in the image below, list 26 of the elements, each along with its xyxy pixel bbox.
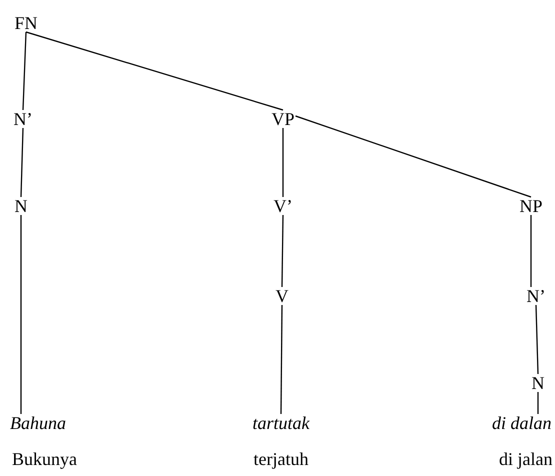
word-label: tartutak xyxy=(252,414,310,432)
tree-branch xyxy=(20,215,22,414)
tree-branch xyxy=(530,215,532,287)
word-label: Bahuna xyxy=(10,414,66,432)
tree-branch xyxy=(280,305,283,414)
tree-branch xyxy=(537,392,539,414)
category-label: V’ xyxy=(274,197,292,215)
category-label: VP xyxy=(272,110,295,128)
category-label: N’ xyxy=(526,287,546,305)
tree-branch xyxy=(22,32,27,110)
gloss-text: di jalan xyxy=(499,450,552,468)
category-label: NP xyxy=(520,197,543,215)
word-label: di dalan xyxy=(492,414,552,432)
tree-branch xyxy=(295,115,532,198)
gloss-text: Bukunya xyxy=(12,450,77,468)
category-label: N xyxy=(532,374,544,392)
tree-branch xyxy=(20,128,24,198)
tree-branch xyxy=(282,128,284,197)
tree-branch xyxy=(26,31,284,111)
gloss-text: terjatuh xyxy=(254,450,308,468)
category-label: N xyxy=(14,197,28,215)
category-label: FN xyxy=(14,14,38,32)
category-label: V xyxy=(276,287,288,305)
tree-branch xyxy=(281,215,284,287)
tree-branch xyxy=(535,304,539,374)
category-label: N’ xyxy=(14,110,32,128)
